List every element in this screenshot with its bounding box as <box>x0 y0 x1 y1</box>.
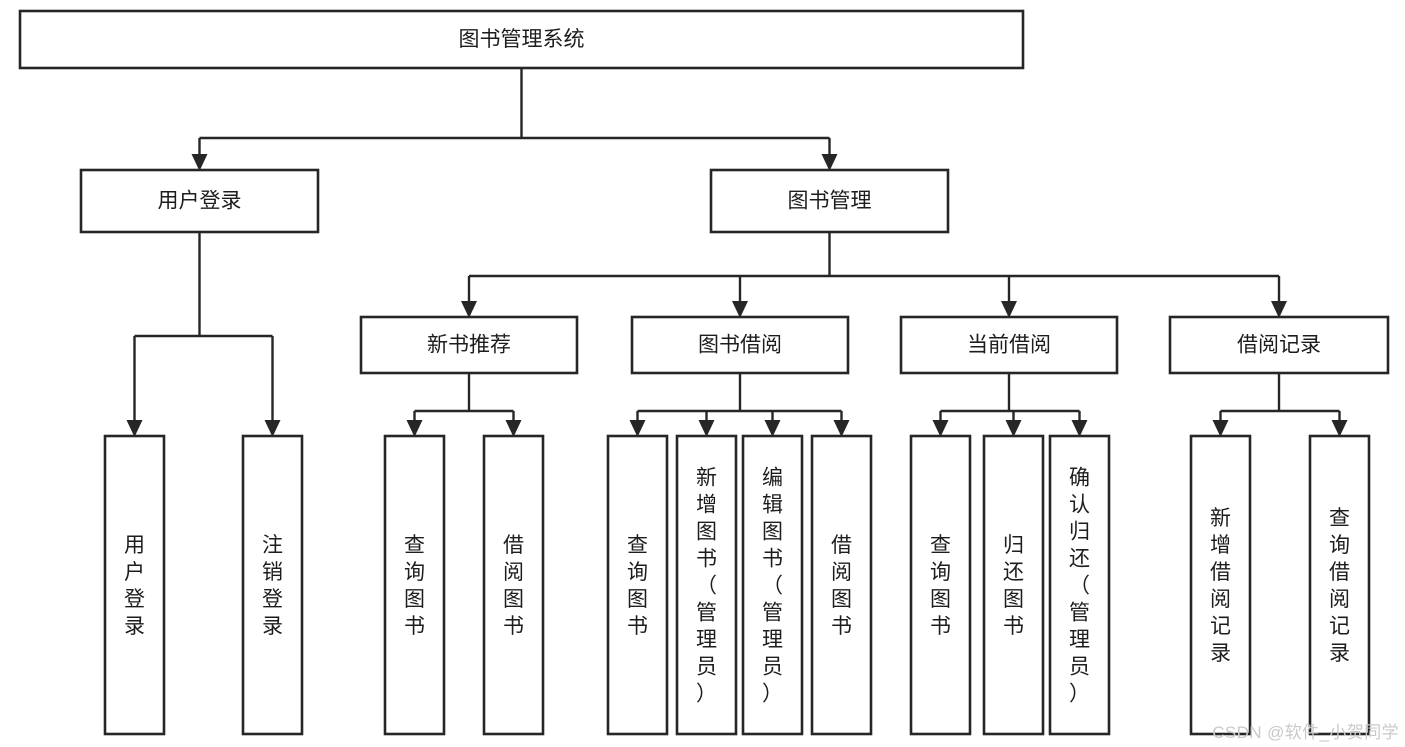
node-label: 借阅图书 <box>503 534 524 638</box>
node-label: 新增借阅记录 <box>1210 507 1231 665</box>
node-leaf_7[interactable]: 借阅图书 <box>810 434 873 736</box>
node-l2_0[interactable]: 用户登录 <box>79 168 320 234</box>
node-box[interactable] <box>741 434 804 736</box>
node-label: 查询图书 <box>930 534 951 638</box>
node-box[interactable] <box>383 434 446 736</box>
node-box[interactable] <box>1168 315 1390 375</box>
node-leaf_8[interactable]: 查询图书 <box>909 434 972 736</box>
node-l3_0[interactable]: 新书推荐 <box>359 315 579 375</box>
connector-arrowhead <box>191 154 208 171</box>
node-box[interactable] <box>482 434 545 736</box>
connector-group-l3_1 <box>629 373 850 437</box>
node-label: 借阅记录 <box>1237 334 1321 357</box>
node-leaf_3[interactable]: 借阅图书 <box>482 434 545 736</box>
node-leaf_1[interactable]: 注销登录 <box>241 434 304 736</box>
node-box[interactable] <box>18 9 1025 70</box>
node-label: 借阅图书 <box>831 534 852 638</box>
node-box[interactable] <box>241 434 304 736</box>
node-box[interactable] <box>606 434 669 736</box>
connector-group-l3_2 <box>932 373 1088 437</box>
node-label: 查询图书 <box>627 534 648 638</box>
node-l3_3[interactable]: 借阅记录 <box>1168 315 1390 375</box>
node-label: 图书借阅 <box>698 334 782 357</box>
node-label: 确认归还（管理员） <box>1069 467 1090 706</box>
node-box[interactable] <box>1308 434 1371 736</box>
node-box[interactable] <box>810 434 873 736</box>
node-box[interactable] <box>79 168 320 234</box>
node-leaf_5[interactable]: 新增图书（管理员） <box>675 434 738 736</box>
connector-arrowhead <box>821 154 838 171</box>
node-leaf_2[interactable]: 查询图书 <box>383 434 446 736</box>
node-leaf_4[interactable]: 查询图书 <box>606 434 669 736</box>
node-box[interactable] <box>103 434 166 736</box>
node-l2_1[interactable]: 图书管理 <box>709 168 950 234</box>
connector-arrowhead <box>1212 420 1229 437</box>
node-label: 图书管理 <box>788 190 872 213</box>
watermark-text: CSDN @软件_小贺同学 <box>1212 723 1399 742</box>
node-root[interactable]: 图书管理系统 <box>18 9 1025 70</box>
connector-arrowhead <box>833 420 850 437</box>
node-box[interactable] <box>982 434 1045 736</box>
node-label: 查询借阅记录 <box>1329 507 1350 665</box>
connector-arrowhead <box>505 420 522 437</box>
connector-arrowhead <box>629 420 646 437</box>
node-leaf_6[interactable]: 编辑图书（管理员） <box>741 434 804 736</box>
node-label: 新书推荐 <box>427 334 511 357</box>
connector-layer <box>126 68 1348 437</box>
node-box[interactable] <box>359 315 579 375</box>
node-leaf_10[interactable]: 确认归还（管理员） <box>1048 434 1111 736</box>
connector-arrowhead <box>461 301 477 318</box>
connector-group-root <box>191 68 838 171</box>
connector-arrowhead <box>764 420 781 437</box>
node-label: 注销登录 <box>262 534 283 638</box>
node-l3_2[interactable]: 当前借阅 <box>899 315 1119 375</box>
node-box[interactable] <box>899 315 1119 375</box>
connector-group-l2_0 <box>126 232 281 437</box>
node-label: 归还图书 <box>1003 534 1024 638</box>
node-label: 查询图书 <box>404 534 425 638</box>
node-box[interactable] <box>909 434 972 736</box>
connector-arrowhead <box>1071 420 1088 437</box>
node-box[interactable] <box>709 168 950 234</box>
node-label: 编辑图书（管理员） <box>762 467 783 706</box>
node-label: 用户登录 <box>124 534 145 638</box>
connector-arrowhead <box>126 420 143 437</box>
connector-group-l3_3 <box>1212 373 1348 437</box>
node-box[interactable] <box>1048 434 1111 736</box>
node-leaf_0[interactable]: 用户登录 <box>103 434 166 736</box>
node-box[interactable] <box>675 434 738 736</box>
connector-group-l2_1 <box>461 232 1287 318</box>
connector-arrowhead <box>1331 420 1348 437</box>
node-label: 当前借阅 <box>967 334 1051 357</box>
node-label: 用户登录 <box>158 190 242 213</box>
connector-arrowhead <box>932 420 949 437</box>
connector-arrowhead <box>1005 420 1022 437</box>
node-leaf_9[interactable]: 归还图书 <box>982 434 1045 736</box>
connector-arrowhead <box>732 301 748 318</box>
node-label: 新增图书（管理员） <box>696 467 717 706</box>
node-l3_1[interactable]: 图书借阅 <box>630 315 850 375</box>
connector-arrowhead <box>264 420 281 437</box>
connector-arrowhead <box>1001 301 1017 318</box>
node-box[interactable] <box>1189 434 1252 736</box>
node-leaf_12[interactable]: 查询借阅记录 <box>1308 434 1371 736</box>
connector-arrowhead <box>406 420 423 437</box>
connector-arrowhead <box>698 420 715 437</box>
connector-arrowhead <box>1271 301 1287 318</box>
node-layer: 图书管理系统用户登录图书管理新书推荐图书借阅当前借阅借阅记录用户登录注销登录查询… <box>18 9 1390 736</box>
node-box[interactable] <box>630 315 850 375</box>
connector-group-l3_0 <box>406 373 522 437</box>
node-label: 图书管理系统 <box>459 28 585 51</box>
node-leaf_11[interactable]: 新增借阅记录 <box>1189 434 1252 736</box>
